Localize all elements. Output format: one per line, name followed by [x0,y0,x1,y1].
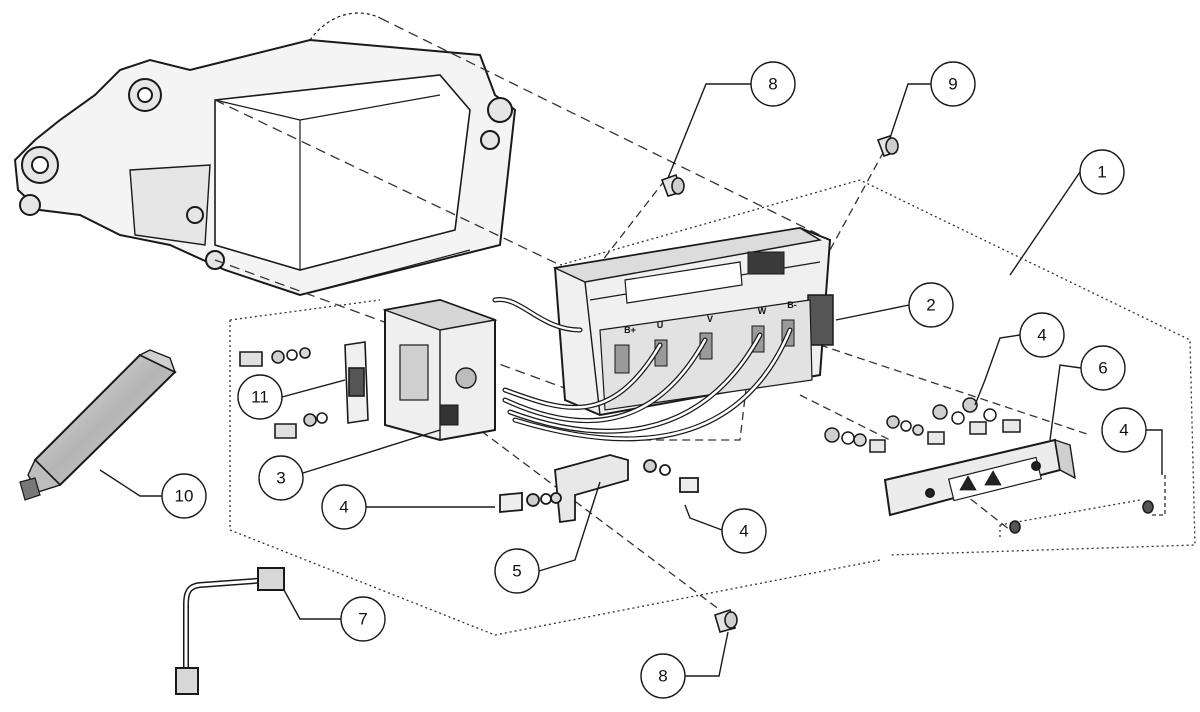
contactor-module [382,298,498,442]
callout-4-right-label: 4 [1119,420,1128,439]
callout-11: 11 [237,374,283,420]
callout-4-mid: 4 [721,508,767,554]
screw-hardware [660,134,1154,633]
terminal-hardware-set [824,397,1021,453]
terminal-v-label: V [707,314,713,324]
callout-4-left: 4 [321,484,367,530]
callout-4-right: 4 [1101,407,1147,453]
callout-4-top: 4 [1019,312,1065,358]
callout-3-label: 3 [276,468,285,487]
callout-2: 2 [908,282,954,328]
callout-7: 7 [340,596,386,642]
callout-8-top-label: 8 [768,74,777,93]
callout-9-label: 9 [948,74,957,93]
callout-8-top: 8 [750,61,796,107]
callout-10: 10 [161,473,207,519]
callout-8-bottom: 8 [640,653,686,699]
bus-bar-bracket [499,454,699,524]
callout-5-label: 5 [512,561,521,580]
motor-controller [552,226,834,417]
terminal-u-label: U [657,320,664,330]
callout-7-label: 7 [358,609,367,628]
callout-4-top-label: 4 [1037,325,1046,344]
callout-6-label: 6 [1098,358,1107,377]
callout-8-bottom-label: 8 [658,666,667,685]
controller-cover-plate [883,438,1076,517]
controller-terminal-labels: B+ U V W B- [624,300,797,335]
callout-9: 9 [930,61,976,107]
cable-harness-highlight [493,298,792,441]
callout-1: 1 [1079,149,1125,195]
callout-4-left-label: 4 [339,497,348,516]
callout-6: 6 [1080,345,1126,391]
callout-2-label: 2 [926,295,935,314]
terminal-bplus-label: B+ [624,325,636,335]
callout-1-label: 1 [1097,162,1106,181]
fuse-assembly [239,341,369,439]
terminal-bminus-label: B- [787,300,797,310]
jumper-cable [175,567,285,695]
callout-11-label: 11 [251,387,269,406]
callout-4-mid-label: 4 [739,521,748,540]
terminal-w-label: W [758,306,767,316]
callout-3: 3 [258,455,304,501]
grease-tube [19,349,177,501]
transaxle-housing [13,12,517,297]
callout-leaders [99,83,1163,677]
callout-5: 5 [494,548,540,594]
callout-10-label: 10 [175,486,194,505]
